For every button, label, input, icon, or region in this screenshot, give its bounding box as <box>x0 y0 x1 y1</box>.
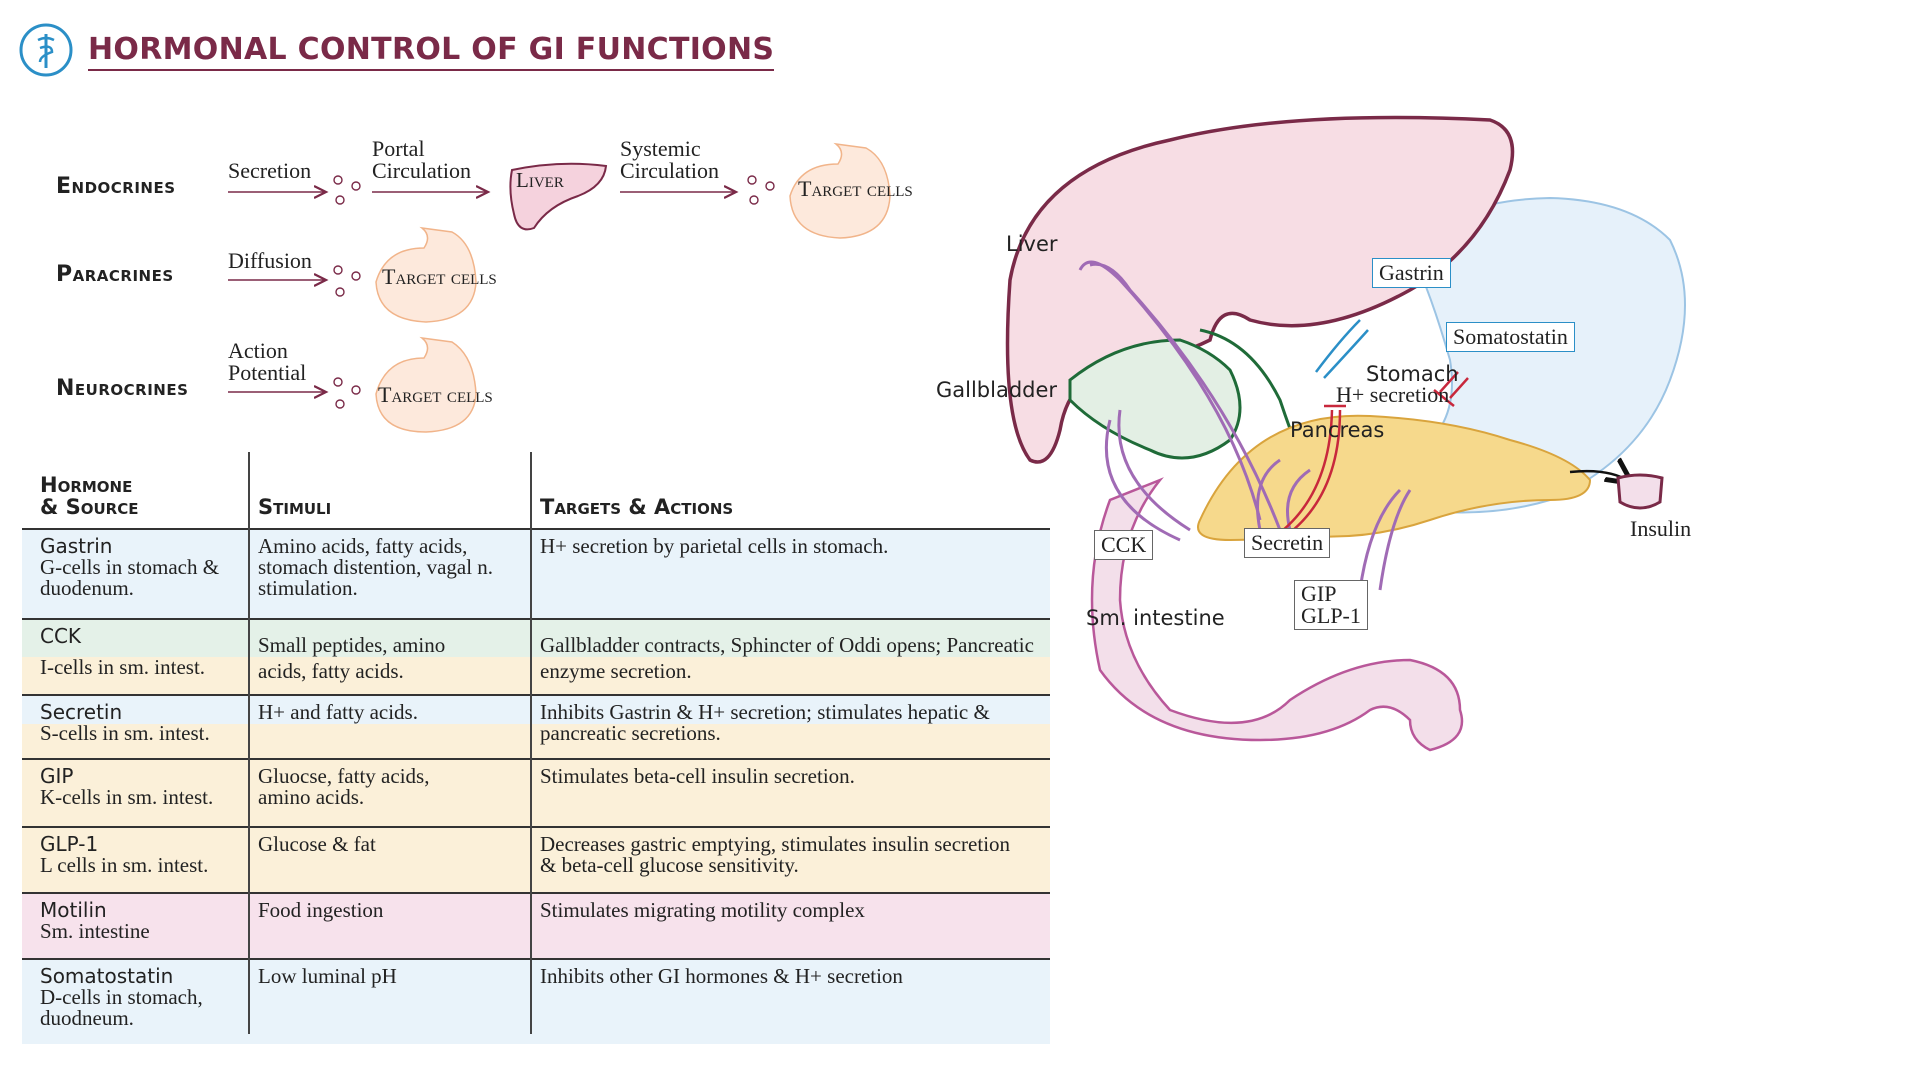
pancreas-label: Pancreas <box>1290 418 1385 442</box>
gi-anatomy-diagram: Liver Gallbladder Pancreas Stomach H+ se… <box>936 100 1910 760</box>
actions-cell: Stimulates beta-cell insulin secretion. <box>540 764 855 788</box>
stomach-icon <box>375 226 477 323</box>
endocrines-label: Endocrines <box>56 174 176 199</box>
header-hormone: Hormone& Source <box>40 473 139 519</box>
actions-cell: Inhibits other GI hormones & H+ secretio… <box>540 964 903 988</box>
header-stimuli: Stimuli <box>258 495 332 519</box>
header-targets: Targets & Actions <box>540 495 734 519</box>
hormone-source: I-cells in sm. intest. <box>40 655 206 679</box>
target-cells-label: Target cells <box>378 382 493 407</box>
target-cells-label: Target cells <box>382 264 497 289</box>
stimuli-cell: H+ and fatty acids. <box>258 700 418 724</box>
h-secretion-label: H+ secretion <box>1336 382 1450 407</box>
actions-cell: Decreases gastric emptying, stimulates i… <box>540 832 1011 877</box>
target-cells-label: Target cells <box>798 176 913 201</box>
stimuli-cell: Gluocse, fatty acids, amino acids. <box>258 764 430 809</box>
hormone-source: G-cells in stomach & duodenum. <box>40 555 220 600</box>
anatomy-illustration <box>1005 115 1686 752</box>
liver-shape <box>1005 115 1515 464</box>
insulin-label: Insulin <box>1630 516 1692 541</box>
gallbladder-shape <box>1068 338 1242 460</box>
potential-label: Potential <box>228 360 307 385</box>
somatostatin-label: Somatostatin <box>1446 322 1575 352</box>
hormone-name: Motilin <box>40 898 107 922</box>
circulation-label: Circulation <box>372 158 471 183</box>
paracrines-label: Paracrines <box>56 262 174 287</box>
secretin-label: Secretin <box>1244 528 1331 558</box>
neurocrines-label: Neurocrines <box>56 376 189 401</box>
stomach-icon <box>789 142 891 239</box>
actions-cell: H+ secretion by parietal cells in stomac… <box>540 534 889 558</box>
table-header: Hormone& Source Stimuli Targets & Action… <box>22 472 1050 530</box>
action-label: Action <box>228 338 288 363</box>
hormone-delivery-flow: Endocrines Secretion Portal Circulation … <box>0 0 1040 460</box>
stomach-icon <box>375 336 477 433</box>
hormone-name: Secretin <box>40 700 123 724</box>
hormone-name: GIP <box>40 764 74 788</box>
hormone-name: Gastrin <box>40 534 113 558</box>
flow-arrows <box>228 142 891 433</box>
gallbladder-label: Gallbladder <box>936 378 1058 402</box>
hormone-source: L cells in sm. intest. <box>40 853 209 877</box>
portal-label: Portal <box>372 136 425 161</box>
insulin-vial-icon <box>1616 473 1664 510</box>
actions-cell: Gallbladder contracts, Sphincter of Oddi… <box>540 633 1034 683</box>
stimuli-cell: Low luminal pH <box>258 964 397 988</box>
liver-icon <box>509 162 608 231</box>
hormone-name: Somatostatin <box>40 964 174 988</box>
systemic-label: Systemic <box>620 136 701 161</box>
stimuli-cell: Amino acids, fatty acids, stomach disten… <box>258 534 494 600</box>
liver-label: Liver <box>1006 232 1058 256</box>
hormone-source: D-cells in stomach, duodneum. <box>40 985 203 1030</box>
caduceus-logo-icon <box>19 23 73 77</box>
intestine-shape <box>1090 477 1464 752</box>
actions-cell: Stimulates migrating motility complex <box>540 898 865 922</box>
hormone-name: GLP-1 <box>40 832 99 856</box>
hormone-source: K-cells in sm. intest. <box>40 785 214 809</box>
stimuli-cell: Glucose & fat <box>258 832 376 856</box>
diffusion-label: Diffusion <box>228 248 312 273</box>
hormone-table: Hormone& Source Stimuli Targets & Action… <box>22 452 1050 1052</box>
hormone-name: CCK <box>40 624 82 648</box>
liver-label: Liver <box>516 168 564 192</box>
secretion-label: Secretion <box>228 158 312 183</box>
table-row: CCK I-cells in sm. intest. Small peptides… <box>22 620 1050 696</box>
actions-cell: Inhibits Gastrin & H+ secretion; stimula… <box>540 700 990 745</box>
stimuli-cell: Small peptides, amino acids, fatty acids… <box>258 633 446 683</box>
column-divider <box>530 452 532 1034</box>
hormone-source: S-cells in sm. intest. <box>40 721 210 745</box>
cck-label: CCK <box>1094 530 1154 560</box>
gastrin-label: Gastrin <box>1372 258 1451 288</box>
hormone-source: Sm. intestine <box>40 919 150 943</box>
sm-intestine-label: Sm. intestine <box>1086 606 1225 630</box>
stimuli-cell: Food ingestion <box>258 898 384 922</box>
column-divider <box>248 452 250 1034</box>
stomach-label: Stomach <box>1366 362 1459 386</box>
page-title: HORMONAL CONTROL OF GI FUNCTIONS <box>88 32 775 71</box>
circulation-label: Circulation <box>620 158 719 183</box>
